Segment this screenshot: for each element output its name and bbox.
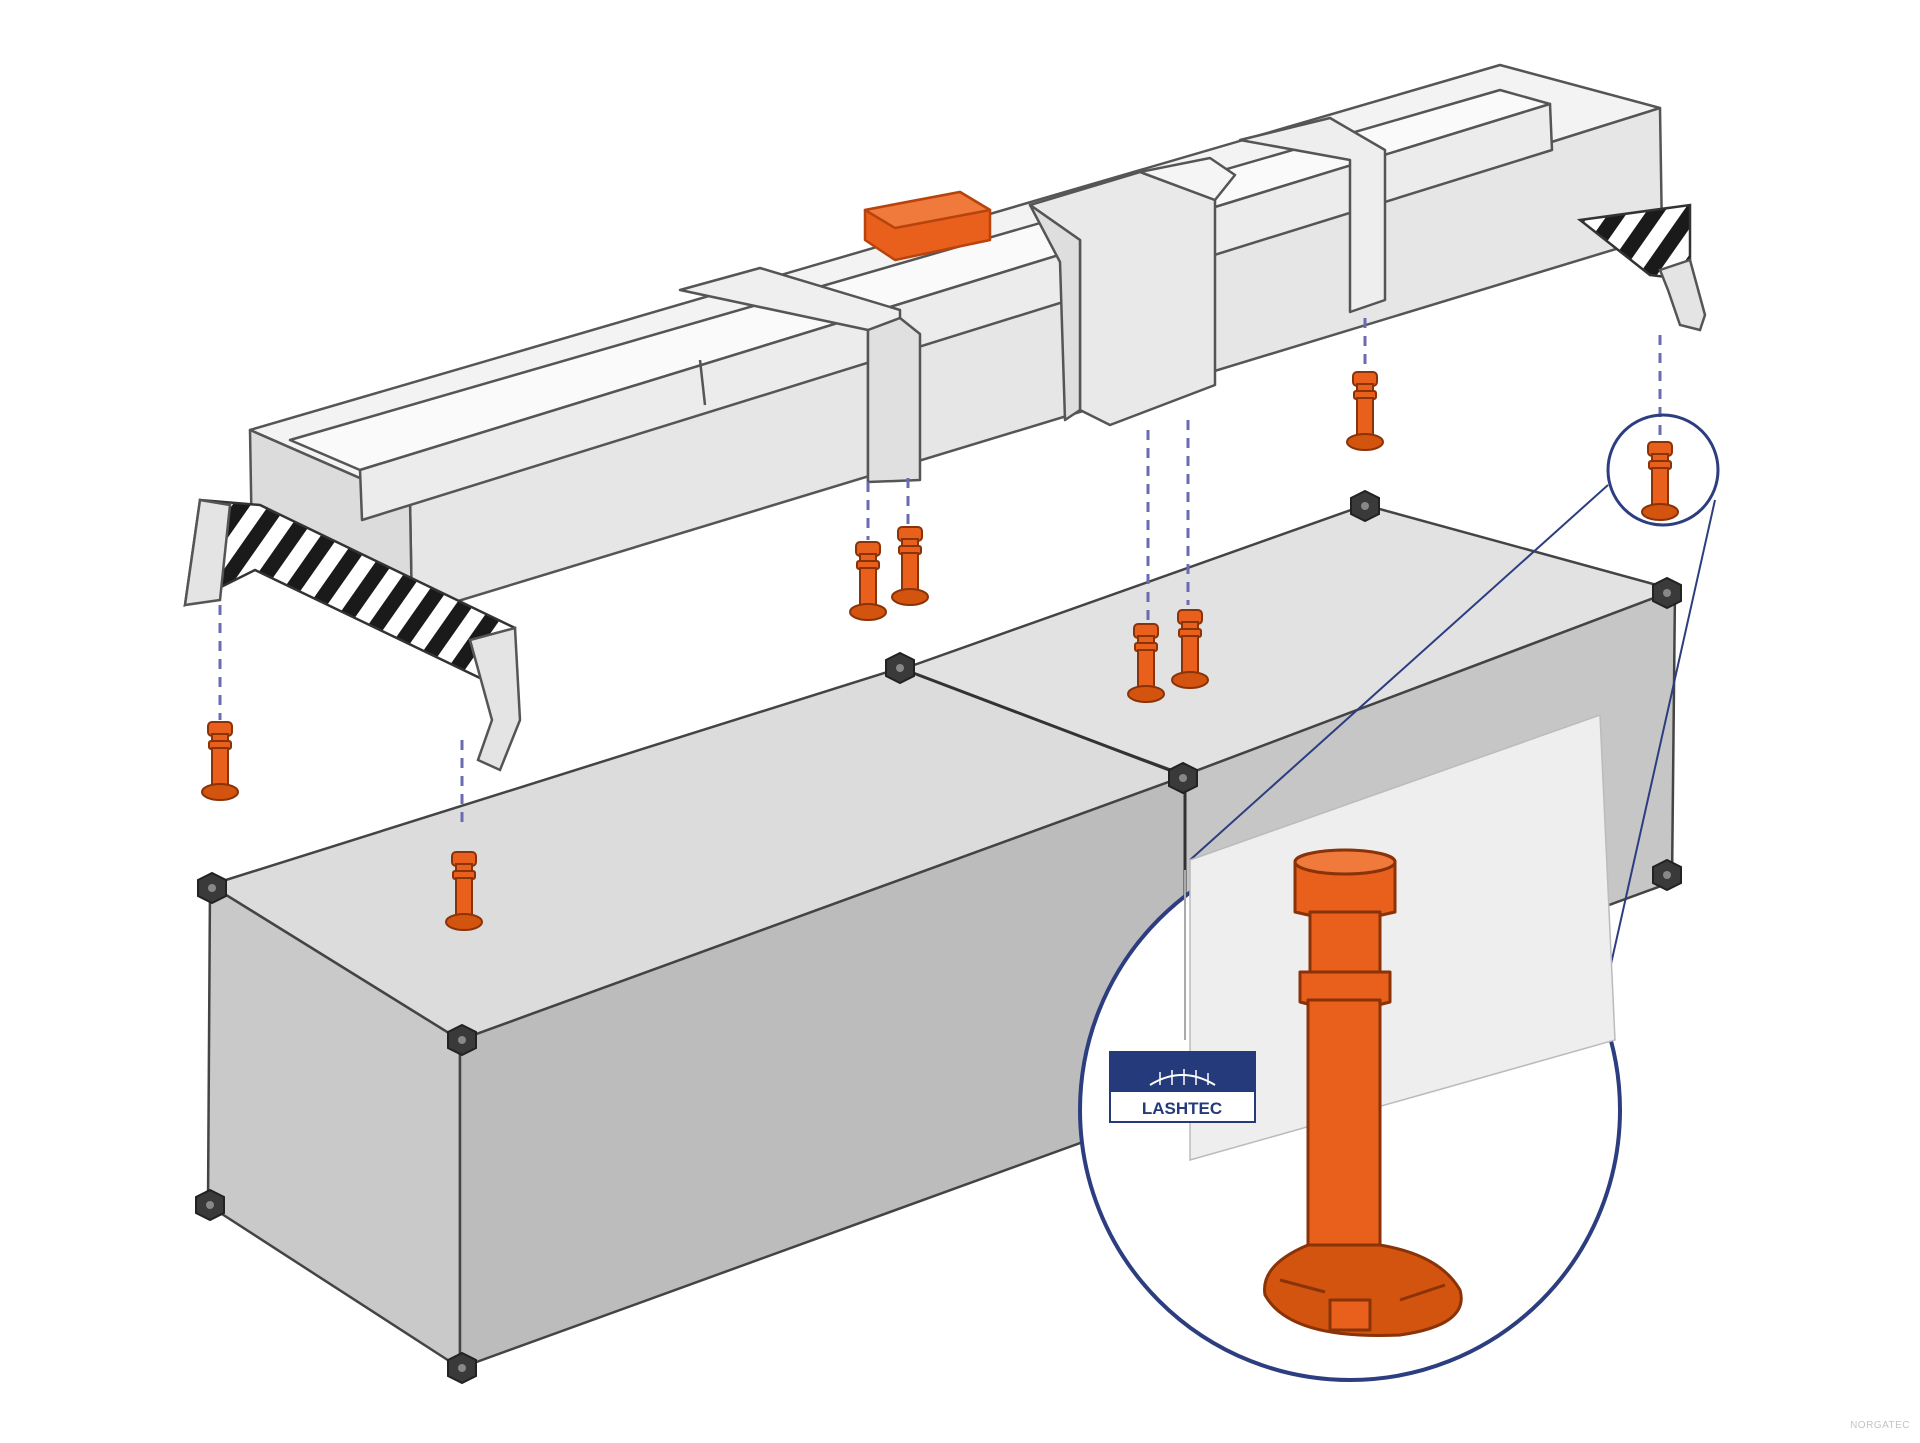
lashtec-logo: LASHTEC — [1109, 1051, 1256, 1123]
image-credit: NORGATEC — [1850, 1420, 1910, 1431]
right-end-frame — [1576, 203, 1707, 332]
twistlock-enlarged — [1263, 848, 1463, 1337]
drop-lines — [218, 318, 1662, 830]
logo-text: LASHTEC — [1142, 1099, 1222, 1118]
spreader-beam — [248, 63, 1664, 617]
left-end-frame — [183, 498, 522, 772]
